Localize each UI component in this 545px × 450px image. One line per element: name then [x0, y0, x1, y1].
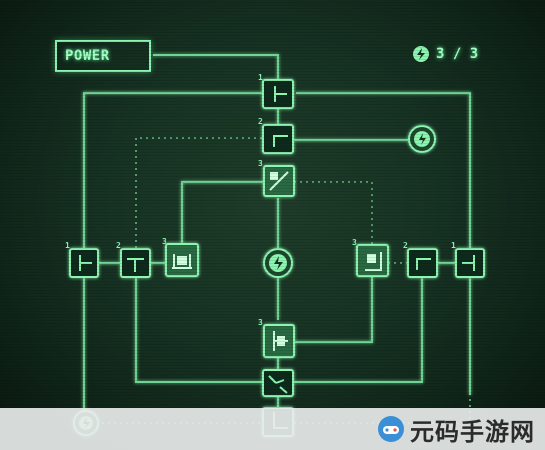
level-label: 3: [352, 238, 357, 247]
level-label: 2: [258, 117, 263, 126]
wire-power-feed: [153, 54, 279, 80]
dotted-wire-left: [135, 137, 262, 248]
power-label: POWER: [55, 40, 151, 72]
node-left-2[interactable]: [120, 248, 151, 278]
node-left-3[interactable]: [165, 243, 199, 277]
node-right-1[interactable]: [455, 248, 485, 278]
node-top-1[interactable]: [262, 79, 294, 109]
level-label: 1: [65, 241, 70, 250]
wire-top-right-loop: [296, 92, 471, 250]
node-center-3[interactable]: [263, 165, 295, 197]
level-label: 1: [451, 241, 456, 250]
level-label: 3: [258, 318, 263, 327]
lightning-icon: [413, 46, 429, 62]
watermark-text: 元码手游网: [410, 417, 535, 446]
dotted-wire-right: [294, 181, 373, 245]
lightning-icon: [274, 256, 283, 270]
watermark-band: [0, 408, 545, 450]
node-right-2[interactable]: [407, 248, 438, 278]
level-label: 2: [116, 241, 121, 250]
level-label: 2: [403, 241, 408, 250]
node-left-1[interactable]: [69, 248, 99, 278]
lightning-top-right[interactable]: [408, 125, 436, 153]
power-counter-text: 3 / 3: [436, 46, 479, 62]
node-top-2[interactable]: [262, 124, 294, 154]
node-bottom-switch[interactable]: [262, 369, 294, 397]
lightning-icon: [419, 133, 426, 145]
wire-top-left-loop: [83, 92, 262, 250]
level-label: 3: [258, 159, 263, 168]
node-bottom-3[interactable]: [263, 324, 295, 358]
node-right-3[interactable]: [356, 244, 389, 277]
game-controller-logo: [378, 416, 404, 442]
wire-bottom-right: [294, 277, 373, 343]
wire-left-bottom: [135, 278, 263, 383]
lightning-center[interactable]: [263, 248, 293, 278]
level-label: 1: [258, 73, 263, 82]
watermark: 元码手游网: [376, 412, 535, 446]
power-counter: 3 / 3: [412, 44, 478, 64]
wire-center-left: [181, 181, 265, 244]
level-label: 3: [162, 237, 167, 246]
wire-right-bottom: [293, 278, 423, 383]
outer-wires: [83, 54, 471, 415]
